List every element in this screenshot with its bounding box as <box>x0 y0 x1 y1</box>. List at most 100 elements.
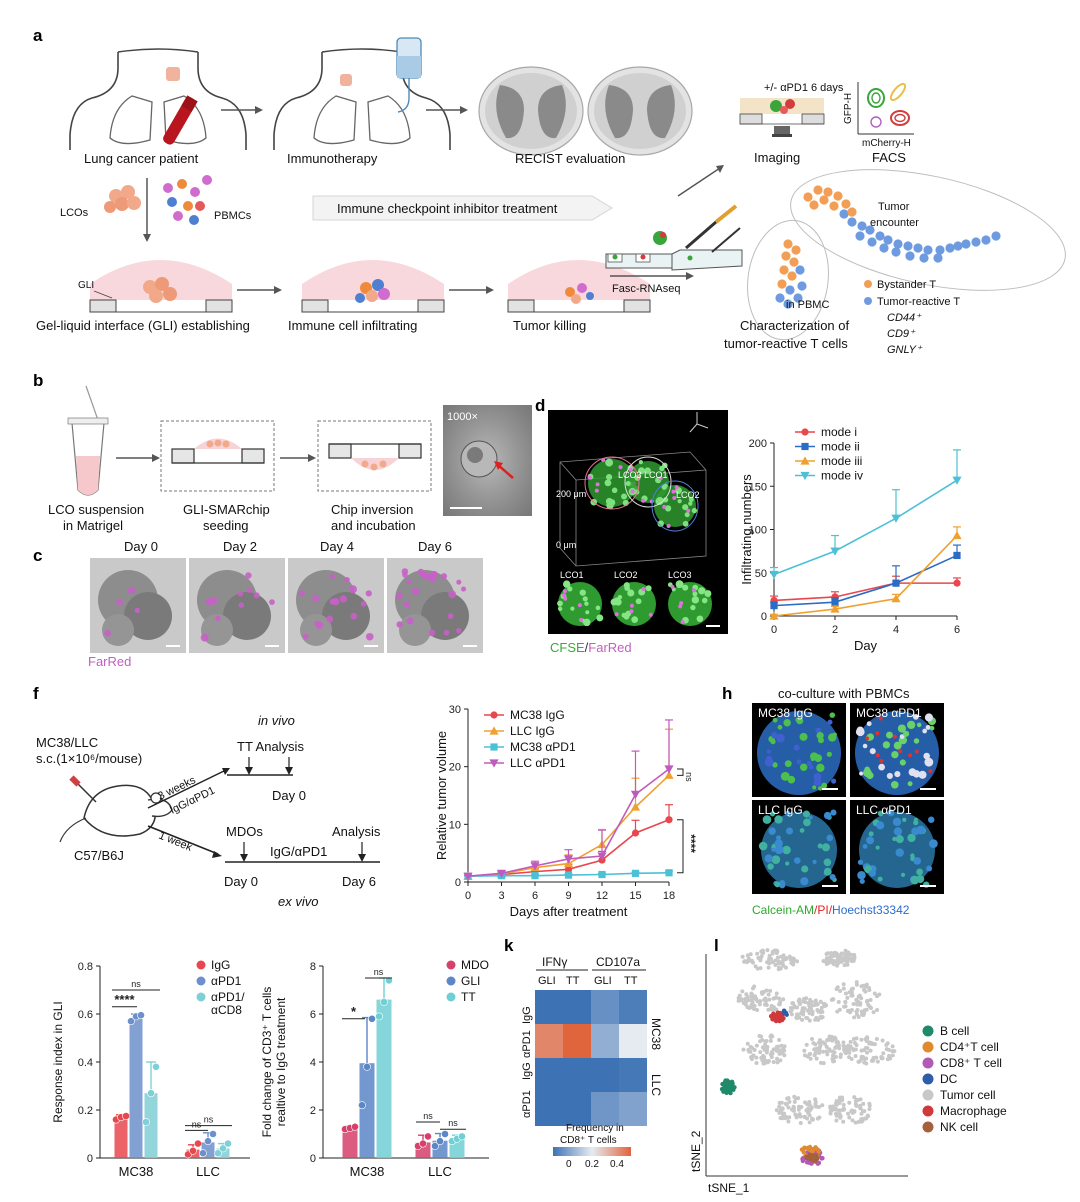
c-farred-cell <box>238 602 245 608</box>
label-b-step3-2: and incubation <box>331 518 416 533</box>
legend-marker <box>196 992 206 1002</box>
x-tick-label: 6 <box>532 890 538 902</box>
label-gfp-h: GFP-H <box>843 93 854 124</box>
c-farred-cell <box>311 594 320 602</box>
label-facs: FACS <box>872 150 906 165</box>
legend-label: GLI <box>461 974 480 988</box>
fasc-rnaseq: Fasc-RNAseq <box>605 204 743 295</box>
tsne-point <box>769 1033 774 1038</box>
tsne-point <box>820 1156 825 1161</box>
tsne-point <box>810 1036 815 1041</box>
c-farred-cell <box>127 586 136 595</box>
label-gli-short: GLI <box>78 280 94 291</box>
h-pi-cell <box>914 749 919 754</box>
tsne-point <box>887 1053 892 1058</box>
heatmap-cell <box>591 990 619 1024</box>
data-point <box>564 865 573 873</box>
tsne-point <box>874 1055 879 1060</box>
gli-chips: GLI Gel-liquid interface (GLI) establish… <box>36 260 651 333</box>
tsne-point <box>845 962 850 967</box>
d-cell <box>567 586 573 592</box>
h-cell <box>762 815 772 824</box>
h-cell <box>877 876 883 882</box>
h-cell <box>799 828 805 833</box>
tsne-point <box>856 1014 861 1019</box>
tsne-point <box>780 1106 785 1111</box>
tsne-point <box>736 995 741 1000</box>
c-farred-cell <box>245 572 252 579</box>
tsne-point <box>813 1042 818 1047</box>
tsne-point <box>865 1046 870 1051</box>
h-cell <box>758 841 768 851</box>
tsne-point <box>818 999 823 1004</box>
d-farred-cell <box>678 604 683 609</box>
y-tick-label: 0.2 <box>78 1105 93 1117</box>
bar <box>359 1063 375 1158</box>
c-farred-cell <box>402 572 408 578</box>
tsne-point <box>774 995 779 1000</box>
data-point <box>199 1149 207 1158</box>
h-pi-cell <box>875 753 880 758</box>
h-cell <box>892 817 902 827</box>
tsne-point <box>853 1102 858 1107</box>
tsne-point <box>814 1104 819 1109</box>
h-cell <box>831 778 837 784</box>
cluster-dot <box>991 231 1001 241</box>
label-f-tt-analysis: TT Analysis <box>237 739 304 754</box>
legend-label: Macrophage <box>940 1104 1007 1118</box>
h-cell <box>877 810 884 817</box>
tsne-point <box>802 1053 807 1058</box>
label-imaging: Imaging <box>754 150 800 165</box>
x-tick-label: 15 <box>629 890 641 902</box>
y-tick-label: 0.4 <box>78 1057 93 1069</box>
recist-ct-scans: RECIST evaluation <box>478 66 693 166</box>
tsne-point <box>783 965 788 970</box>
tsne-point <box>786 1096 791 1101</box>
tsne-point <box>755 1007 760 1012</box>
d-farred-cell <box>563 596 568 601</box>
tsne-point <box>780 961 785 966</box>
tsne-point <box>862 1060 867 1065</box>
tsne-point <box>790 1001 795 1006</box>
tsne-point <box>819 1005 824 1010</box>
panel-a-letter: a <box>33 26 43 45</box>
h-organoid <box>761 812 837 888</box>
label-k-col-gli-2: GLI <box>594 975 612 987</box>
d-cell <box>584 601 589 606</box>
legend-marker <box>922 1025 934 1037</box>
tsne-point <box>861 1048 866 1053</box>
tsne-point <box>817 1050 822 1055</box>
tsne-point <box>792 1004 797 1009</box>
label-tumor-reactive: Tumor-reactive T <box>877 296 960 308</box>
d-cell <box>638 467 645 475</box>
cluster-dot <box>781 251 791 261</box>
h-cell <box>774 815 783 824</box>
tsne-point <box>758 955 763 960</box>
data-point <box>463 872 473 881</box>
x-tick-label: 0 <box>465 890 471 902</box>
tsne-point <box>796 1096 801 1101</box>
data-point <box>351 1122 359 1131</box>
d-farred-cell <box>641 587 646 592</box>
data-point <box>204 1137 212 1146</box>
label-k-legend-1: Frequency in <box>566 1123 624 1134</box>
tsne-point <box>763 999 768 1004</box>
h-pi-cell <box>898 749 903 754</box>
tsne-point <box>817 1047 822 1052</box>
tsne-point <box>858 1106 863 1111</box>
h-cell <box>774 881 781 888</box>
cluster-dot <box>819 195 829 205</box>
c-farred-cell <box>298 590 305 597</box>
tsne-point <box>841 1040 846 1045</box>
sig-label: ns <box>204 1115 214 1125</box>
tsne-point <box>731 1085 736 1090</box>
x-tick-label: 2 <box>832 624 838 636</box>
tsne-point <box>771 1006 776 1011</box>
tsne-point <box>781 958 786 963</box>
tsne-point <box>851 1036 856 1041</box>
h-cell <box>908 768 917 776</box>
c-farred-cell <box>326 615 334 623</box>
tsne-point <box>813 999 818 1004</box>
tsne-point <box>782 1111 787 1116</box>
